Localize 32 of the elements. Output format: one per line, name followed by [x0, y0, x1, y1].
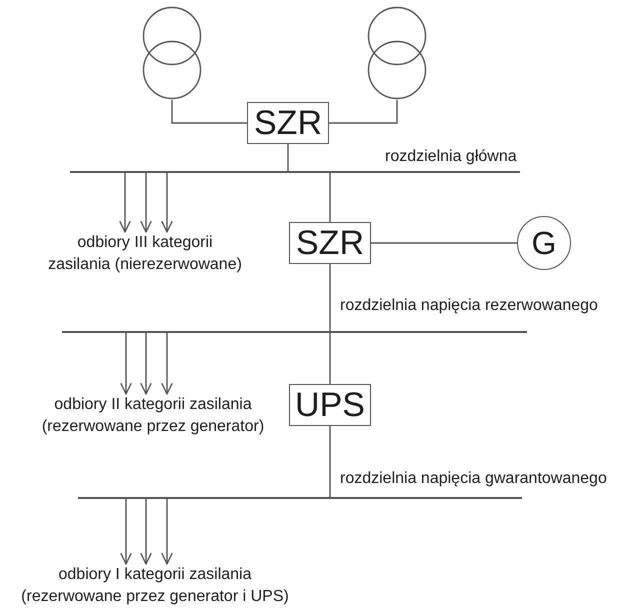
- connector-line: [329, 100, 398, 124]
- transformer-symbol: [142, 6, 202, 100]
- arrow: [161, 333, 173, 395]
- arrow: [140, 499, 152, 565]
- connector-line: [371, 242, 517, 244]
- device-box: UPS: [289, 384, 371, 426]
- connector-line: [287, 144, 289, 171]
- busbar-line: [78, 497, 522, 499]
- connector-line: [329, 173, 331, 222]
- arrow: [140, 333, 152, 395]
- connector-line: [329, 426, 331, 497]
- arrow: [140, 173, 152, 233]
- generator-circle: G: [517, 216, 571, 270]
- load-label: odbiory II kategorii zasilania (rezerwowane przez generator): [33, 394, 273, 438]
- device-box: SZR: [247, 102, 329, 144]
- transformer-symbol: [367, 6, 427, 100]
- load-label: odbiory III kategorii zasilania (nierezerwowane): [46, 232, 244, 276]
- arrow: [120, 333, 132, 395]
- arrow: [119, 173, 131, 233]
- connector-line: [171, 100, 247, 124]
- arrow: [161, 173, 173, 233]
- load-label: odbiory I kategorii zasilania (rezerwowane przez generator i UPS): [14, 564, 296, 608]
- busbar-line: [70, 171, 520, 173]
- arrow: [120, 499, 132, 565]
- connector-line: [329, 333, 331, 384]
- device-box: SZR: [289, 222, 371, 264]
- arrow: [161, 499, 173, 565]
- busbar-line: [62, 331, 527, 333]
- busbar-label: rozdzielnia główna: [385, 147, 517, 167]
- busbar-label: rozdzielnia napięcia gwarantowanego: [340, 469, 607, 489]
- connector-line: [329, 264, 331, 331]
- busbar-label: rozdzielnia napięcia rezerwowanego: [340, 296, 598, 316]
